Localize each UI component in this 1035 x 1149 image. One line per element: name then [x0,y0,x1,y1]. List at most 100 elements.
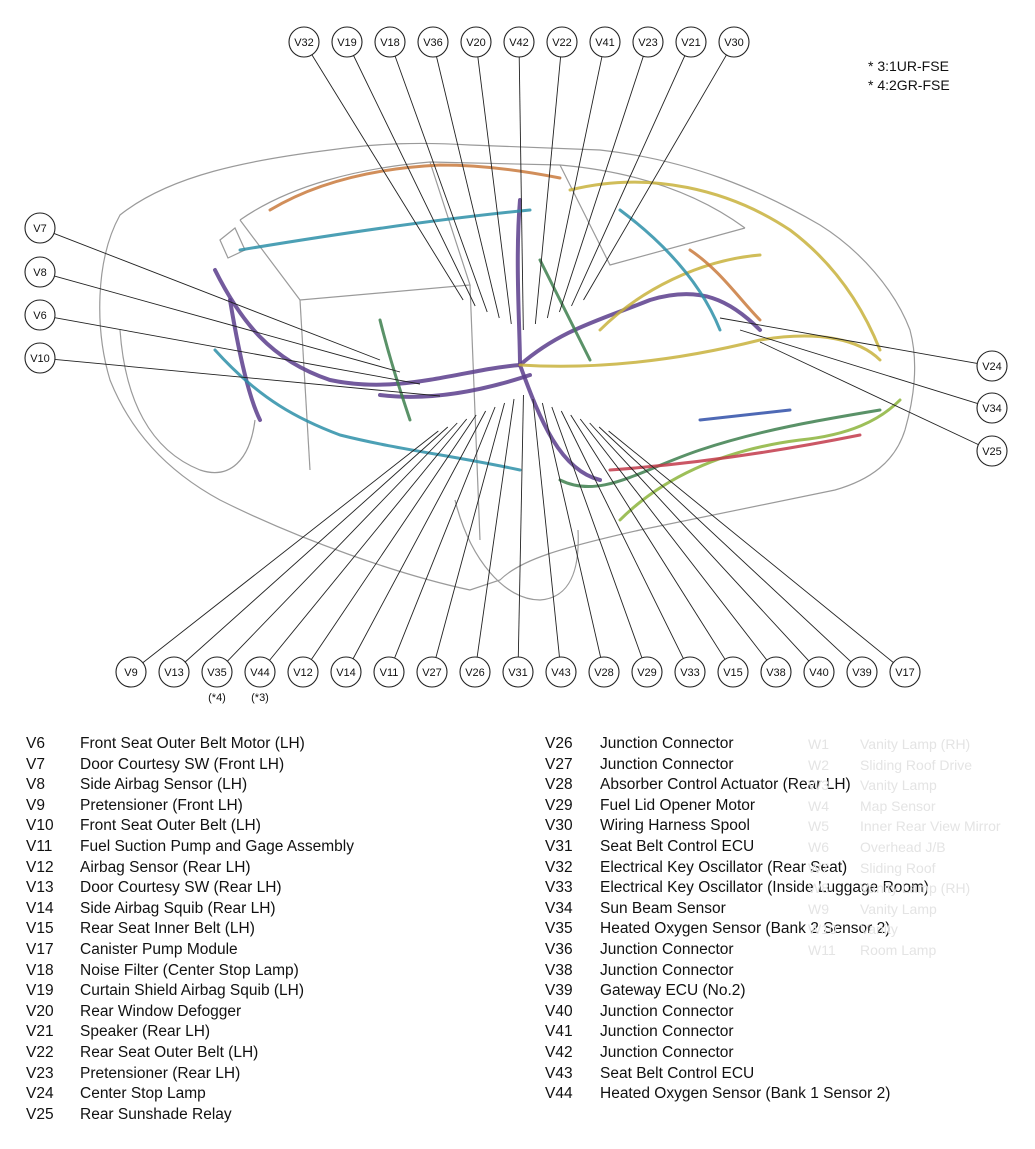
legend-code: V29 [545,796,573,814]
callout-label: V20 [466,37,486,49]
callout-v7: V7 [24,212,56,244]
legend-code: V44 [545,1085,573,1103]
legend-desc: Junction Connector [600,940,734,958]
legend-desc: Pretensioner (Rear LH) [80,1064,241,1082]
callout-circle [373,656,405,688]
callout-circle [24,342,56,374]
leader-line-v27 [435,402,505,658]
wire-lime-17 [618,398,902,522]
legend-desc: Room Lamp [860,941,937,958]
callout-v44: V44 (*3) [244,656,276,704]
leader-line-v36 [436,56,500,319]
legend-code: V18 [26,961,54,979]
legend-code: V22 [26,1043,54,1061]
callout-v34: V34 [976,392,1008,424]
wire-red-19 [608,433,862,472]
legend-desc: Junction Connector [600,961,734,979]
legend-code: V14 [26,899,54,917]
callout-label: V7 [33,223,46,235]
callout-v26: V26 [459,656,491,688]
windshield [239,161,471,301]
legend-code: V19 [26,982,54,1000]
legend-code: V17 [26,940,54,958]
legend-code: V21 [26,1023,54,1041]
legend-code: V7 [26,755,45,773]
callout-leader-lines [53,54,979,664]
legend-code: V10 [26,817,54,835]
rear-wheel [454,499,579,601]
legend-code: W10 [808,921,837,938]
callout-label: V41 [595,37,615,49]
callout-v21: V21 [675,26,707,58]
legend-code: V9 [26,796,45,814]
rear-window [559,164,746,266]
legend-code: V42 [545,1043,573,1061]
legend-code: V8 [26,776,45,794]
leader-line-v10 [54,358,441,397]
callout-circle [502,656,534,688]
legend-desc: Rear Sunshade Relay [80,1105,232,1123]
legend-code: V24 [26,1085,54,1103]
callout-v31: V31 [502,656,534,688]
leader-line-v43 [532,398,560,658]
wire-yellow-7 [518,334,882,368]
callout-circle [588,656,620,688]
leader-line-v31 [517,394,524,658]
callout-label: V11 [380,667,399,679]
leader-line-v11 [394,406,496,659]
callout-v17: V17 [889,656,921,688]
legend-desc: Junction Connector [600,1043,734,1061]
callout-label: V18 [380,37,400,49]
wire-purple-2 [378,373,532,399]
legend-desc: Canister Pump Module [80,940,238,958]
callout-v43: V43 [545,656,577,688]
callout-note: (*3) [251,692,269,704]
legend-code: V38 [545,961,573,979]
callout-v13: V13 [158,656,190,688]
callout-label: V10 [30,353,50,365]
callout-v38: V38 [760,656,792,688]
legend-code: W3 [808,777,829,794]
callout-label: V9 [124,667,137,679]
callout-circle [889,656,921,688]
callout-v23: V23 [632,26,664,58]
leader-line-v42 [518,56,524,331]
callout-label: V33 [680,667,700,679]
legend-code: V12 [26,858,54,876]
wire-teal-11 [618,208,722,332]
legend-code: V41 [545,1023,573,1041]
legend-code: W5 [808,818,829,835]
callout-circle [976,435,1008,467]
callout-label: V42 [509,37,529,49]
legend-desc: Junction Connector [600,755,734,773]
leader-line-v23 [559,56,644,313]
legend-desc: Fuel Lid Opener Motor [600,796,756,814]
callout-label: V44 [250,667,270,679]
leader-line-v14 [352,410,487,659]
callout-v32: V32 [288,26,320,58]
legend-row: V38 Junction Connector [545,961,929,982]
legend-desc: Electrical Key Oscillator (Rear Seat) [600,858,848,876]
callout-v42: V42 [503,26,535,58]
callout-v6: V6 [24,299,56,331]
callout-v28: V28 [588,656,620,688]
leader-line-v40 [589,422,810,662]
callout-circle [24,299,56,331]
leader-line-v15 [570,414,726,660]
leader-line-v22 [534,56,562,325]
callout-v20: V20 [460,26,492,58]
legend-desc: Gateway ECU (No.2) [600,982,746,1000]
legend-code: V11 [26,837,53,855]
callout-label: V34 [982,403,1002,415]
